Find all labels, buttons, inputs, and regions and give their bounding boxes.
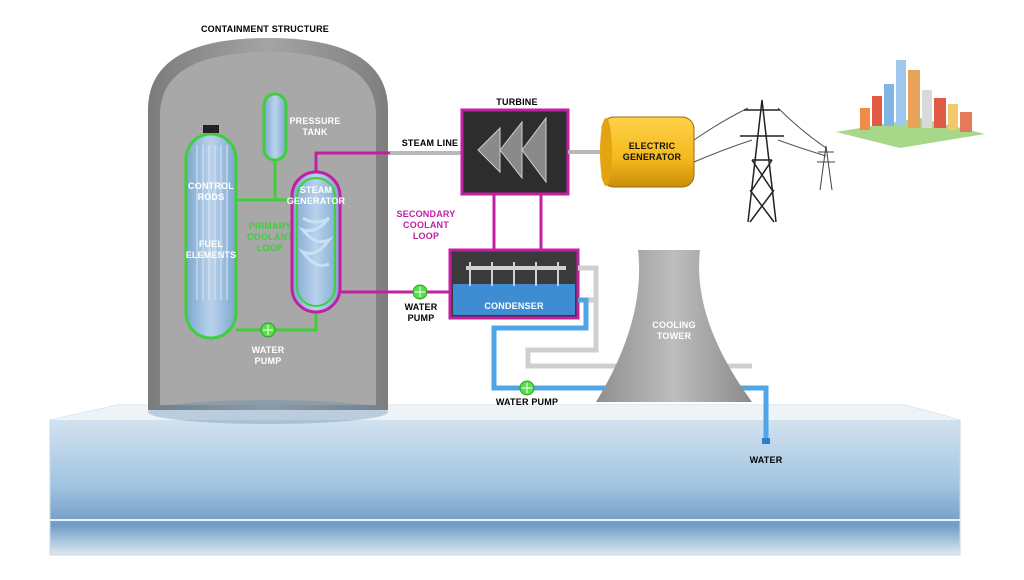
secondary-loop-label-3: LOOP	[413, 231, 439, 241]
electric-generator	[600, 116, 695, 188]
city-icon	[836, 60, 985, 148]
reactor-vessel	[184, 125, 238, 340]
steam-line-label: STEAM LINE	[402, 138, 459, 148]
control-rods-label-2: RODS	[198, 192, 225, 202]
cooling-water-loop	[491, 265, 769, 440]
electric-generator-label-2: GENERATOR	[623, 152, 682, 162]
steam-generator-label-1: STEAM	[300, 185, 333, 195]
power-lines	[693, 107, 827, 163]
primary-loop-label-3: LOOP	[257, 243, 283, 253]
secondary-loop-label-2: COOLANT	[403, 220, 449, 230]
fuel-elements-label-2: ELEMENTS	[186, 250, 237, 260]
pump-icon	[412, 284, 428, 300]
control-rods-label-1: CONTROL	[188, 181, 234, 191]
primary-loop-label-1: PRIMARY	[249, 221, 292, 231]
electric-generator-label-1: ELECTRIC	[629, 141, 676, 151]
primary-loop-label-2: COOLANT	[247, 232, 293, 242]
water-label: WATER	[750, 455, 783, 465]
cooling-pump-label: WATER PUMP	[496, 397, 558, 407]
water-reservoir	[49, 404, 961, 556]
primary-pump-label-1: WATER	[252, 345, 285, 355]
primary-pump-label-2: PUMP	[255, 356, 282, 366]
cooling-tower-label-2: TOWER	[657, 331, 692, 341]
steam-generator-label-2: GENERATOR	[287, 196, 346, 206]
pressure-tank	[262, 92, 288, 200]
water-intake	[762, 438, 770, 444]
transmission-tower-icon	[817, 145, 835, 191]
secondary-loop-label-1: SECONDARY	[397, 209, 456, 219]
pressure-tank-label-2: TANK	[302, 127, 327, 137]
secondary-pump-label-2: PUMP	[408, 313, 435, 323]
turbine-icon	[477, 116, 547, 184]
control-rods	[196, 145, 228, 300]
pump-icon	[260, 322, 276, 338]
secondary-pump-label-1: WATER	[405, 302, 438, 312]
turbine	[460, 108, 605, 196]
steam-generator	[290, 170, 342, 314]
containment-label: CONTAINMENT STRUCTURE	[201, 24, 329, 34]
pump-icon	[519, 380, 535, 396]
fuel-elements-label-1: FUEL	[199, 239, 224, 249]
pressure-tank-label-1: PRESSURE	[289, 116, 340, 126]
cooling-tower-label-1: COOLING	[652, 320, 695, 330]
condenser-label: CONDENSER	[484, 301, 544, 311]
turbine-label: TURBINE	[496, 97, 537, 107]
cooling-tower	[596, 250, 752, 402]
condenser	[448, 248, 580, 320]
transmission-tower-icon	[740, 99, 784, 223]
